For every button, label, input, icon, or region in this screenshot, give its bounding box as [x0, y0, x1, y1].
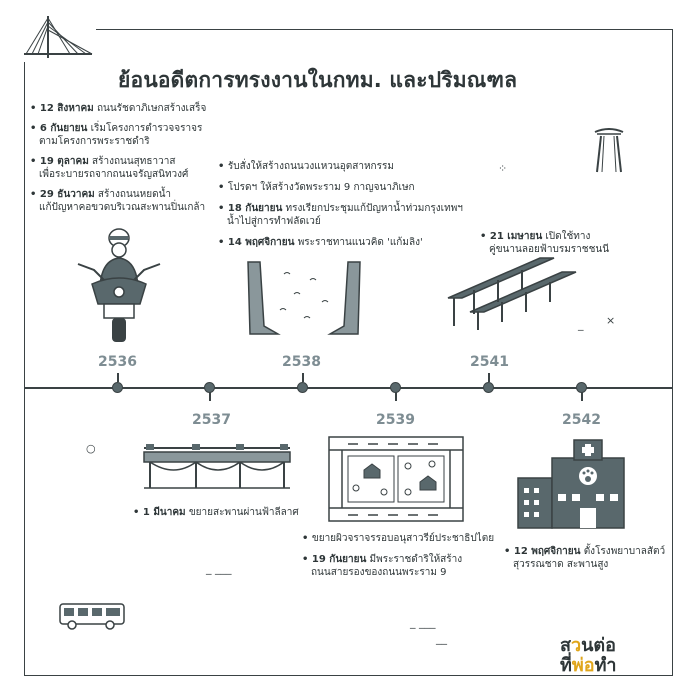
- timeline-tick: [117, 373, 119, 382]
- pan-fa-bridge-icon: [143, 444, 291, 489]
- timeline-dot: [112, 382, 123, 393]
- brand-line-2: ที่พ่อทำ: [560, 655, 617, 676]
- timeline-tick: [488, 373, 490, 382]
- motorcycle-police-icon: [77, 228, 161, 342]
- page-title: ย้อนอดีตการทรงงานในกทม. และปริมณฑล: [118, 68, 518, 92]
- note-item: • 19 กันยายน มีพระราชดำริให้สร้างถนนสายร…: [302, 554, 463, 578]
- note-item: • 1 มีนาคม ขยายสะพานผ่านฟ้าลีลาศ: [133, 507, 299, 518]
- notes-2539: • ขยายผิวจราจรรอบอนุสาวรีย์ประชาธิปไตย •…: [302, 532, 522, 579]
- note-item: • 19 ตุลาคม สร้างถนนสุทธาวาสเพื่อระบายรถ…: [30, 156, 189, 180]
- note-item: • โปรดฯ ให้สร้างวัดพระราม 9 กาญจนาภิเษก: [218, 182, 415, 193]
- timeline-tick: [581, 392, 583, 401]
- circle-decoration: ○: [86, 442, 96, 455]
- timeline-dot: [297, 382, 308, 393]
- timeline-dot: [576, 382, 587, 393]
- timeline-tick: [302, 373, 304, 382]
- note-item: • 21 เมษายน เปิดใช้ทางคู่ขนานลอยฟ้าบรมรา…: [480, 231, 610, 255]
- year-label: 2542: [562, 412, 601, 428]
- note-item: • ขยายผิวจราจรรอบอนุสาวรีย์ประชาธิปไตย: [302, 533, 495, 544]
- year-label: 2538: [282, 354, 321, 370]
- timeline-tick: [209, 392, 211, 401]
- dash-decoration: _ ___: [410, 616, 436, 629]
- timeline-dot: [390, 382, 401, 393]
- notes-2537: • 1 มีนาคม ขยายสะพานผ่านฟ้าลีลาศ: [133, 506, 333, 519]
- animal-hospital-icon: [517, 439, 625, 529]
- elevated-road-icon: [447, 257, 577, 330]
- note-item: • 29 ธันวาคม สร้างถนนหยดน้ำแก้ปัญหาคอขวด…: [30, 189, 206, 213]
- giant-swing-icon: [594, 128, 624, 173]
- brand-logo: สวนต่อ ที่พ่อทำ: [560, 636, 617, 676]
- bus-icon: [59, 603, 125, 630]
- timeline-dot: [483, 382, 494, 393]
- notes-2538: • รับสั่งให้สร้างถนนวงแหวนอุตสาหกรรม • โ…: [218, 160, 478, 249]
- note-item: • 12 พฤศจิกายน ตั้งโรงพยาบาลสัตว์สุวรรณช…: [504, 546, 666, 570]
- year-label: 2541: [470, 354, 509, 370]
- year-label: 2539: [376, 412, 415, 428]
- note-item: • 6 กันยายน เริ่มโครงการตำรวจจราจรตามโคร…: [30, 123, 203, 147]
- poster-frame: [24, 29, 673, 676]
- dash-decoration: __: [436, 632, 447, 645]
- note-item: • 12 สิงหาคม ถนนรัชดาภิเษกสร้างเสร็จ: [30, 103, 207, 114]
- notes-2542: • 12 พฤศจิกายน ตั้งโรงพยาบาลสัตว์สุวรรณช…: [504, 545, 684, 571]
- dash-decoration: _: [578, 318, 584, 331]
- canal-icon: [247, 261, 361, 335]
- note-item: • 18 กันยายน ทรงเรียกประชุมแก้ปัญหาน้ำท่…: [218, 203, 463, 227]
- year-label: 2537: [192, 412, 231, 428]
- timeline-axis: [24, 387, 673, 389]
- brand-line-1: สวนต่อ: [560, 635, 616, 656]
- sparkle-decoration: ⁘: [498, 162, 508, 175]
- notes-2536: • 12 สิงหาคม ถนนรัชดาภิเษกสร้างเสร็จ • 6…: [30, 102, 230, 214]
- close-mark-decoration: ×: [606, 314, 616, 327]
- dash-decoration: _ ___: [206, 562, 232, 575]
- timeline-dot: [204, 382, 215, 393]
- bridge-icon: [20, 10, 96, 62]
- note-item: • รับสั่งให้สร้างถนนวงแหวนอุตสาหกรรม: [218, 161, 394, 172]
- notes-2541: • 21 เมษายน เปิดใช้ทางคู่ขนานลอยฟ้าบรมรา…: [480, 230, 650, 256]
- note-item: • 14 พฤศจิกายน พระราชทานแนวคิด 'แก้มลิง': [218, 237, 423, 248]
- park-roads-icon: [328, 436, 464, 522]
- timeline-tick: [395, 392, 397, 401]
- year-label: 2536: [98, 354, 137, 370]
